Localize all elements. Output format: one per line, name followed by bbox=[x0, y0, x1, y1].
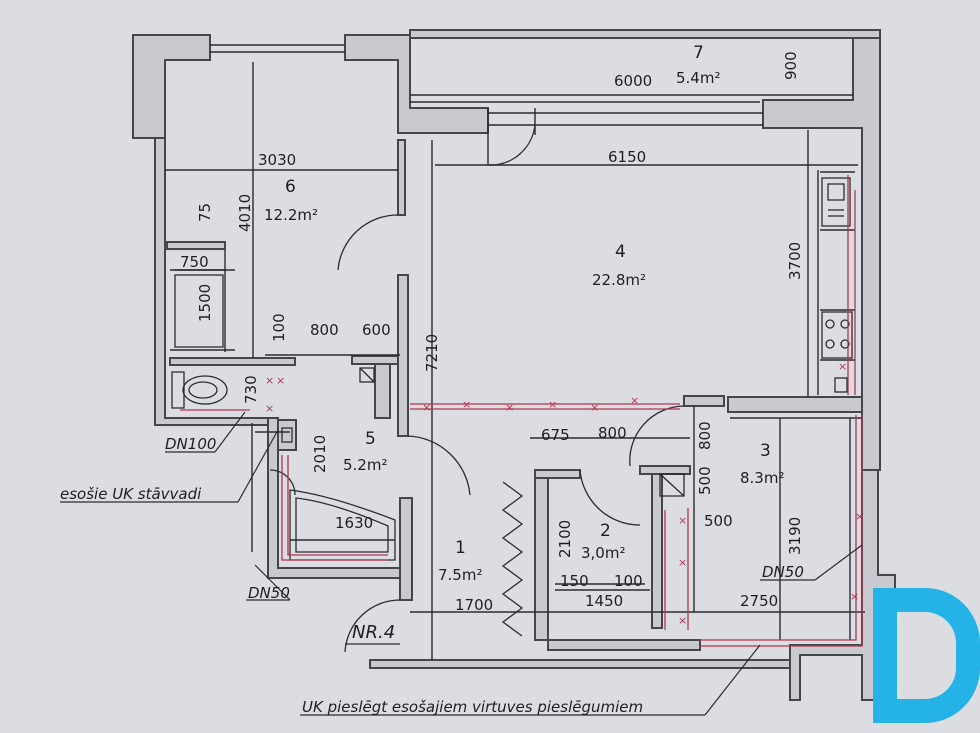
bathtub-icon bbox=[289, 489, 396, 561]
svg-text:×: × bbox=[838, 360, 847, 373]
room-6-number: 6 bbox=[285, 177, 296, 197]
toilet-icon bbox=[171, 371, 228, 409]
dimension-labels: 6000 900 3030 6150 4010 75 750 1500 100 … bbox=[180, 51, 804, 614]
label-uk-connect: UK pieslēgt esošajiem virtuves pieslēgum… bbox=[302, 698, 643, 716]
dim-1500: 1500 bbox=[196, 284, 214, 322]
dim-800a: 800 bbox=[310, 321, 339, 339]
annotations: DN100 esošie UK stāvvadi DN50 DN50 NR.4 … bbox=[60, 435, 804, 716]
room-3-area: 8.3m² bbox=[740, 469, 784, 487]
dim-2100: 2100 bbox=[556, 520, 574, 558]
svg-text:×: × bbox=[678, 514, 687, 527]
dim-500b: 500 bbox=[704, 512, 733, 530]
sink-icon bbox=[821, 177, 851, 227]
dim-6000: 6000 bbox=[614, 72, 652, 90]
dim-730: 730 bbox=[242, 375, 260, 404]
room-7-number: 7 bbox=[693, 43, 704, 63]
room-1-area: 7.5m² bbox=[438, 566, 482, 584]
dim-800b: 800 bbox=[598, 424, 627, 442]
svg-text:×: × bbox=[590, 401, 599, 414]
room-1-number: 1 bbox=[455, 538, 466, 558]
room-4-number: 4 bbox=[615, 242, 626, 262]
dim-100b: 100 bbox=[614, 572, 643, 590]
label-dn100: DN100 bbox=[165, 435, 216, 453]
svg-text:×: × bbox=[630, 394, 639, 407]
dim-1450: 1450 bbox=[585, 592, 623, 610]
svg-text:×: × bbox=[276, 374, 285, 387]
dim-1630: 1630 bbox=[335, 514, 373, 532]
room-2-area: 3,0m² bbox=[581, 544, 625, 562]
dim-75: 75 bbox=[196, 203, 214, 222]
walls bbox=[132, 29, 896, 701]
svg-text:×: × bbox=[850, 590, 859, 603]
dim-675: 675 bbox=[541, 426, 570, 444]
fixtures bbox=[171, 177, 853, 637]
pipe-markers: ××× ××× ××× ××× ××× bbox=[265, 360, 864, 627]
svg-text:×: × bbox=[505, 401, 514, 414]
dim-4010: 4010 bbox=[236, 194, 254, 232]
dim-3700: 3700 bbox=[786, 242, 804, 280]
room-6-area: 12.2m² bbox=[264, 206, 318, 224]
stove-icon bbox=[821, 311, 853, 359]
dim-3030: 3030 bbox=[258, 151, 296, 169]
label-dn50-right: DN50 bbox=[762, 563, 804, 581]
svg-text:×: × bbox=[462, 398, 471, 411]
dim-100a: 100 bbox=[270, 313, 288, 342]
room-4-area: 22.8m² bbox=[592, 271, 646, 289]
dim-3190: 3190 bbox=[786, 517, 804, 555]
svg-text:×: × bbox=[678, 556, 687, 569]
room-3-number: 3 bbox=[760, 441, 771, 461]
room-5-area: 5.2m² bbox=[343, 456, 387, 474]
dim-900: 900 bbox=[782, 51, 800, 80]
svg-text:×: × bbox=[265, 374, 274, 387]
dim-800c: 800 bbox=[696, 421, 714, 450]
riser-box-icon bbox=[659, 473, 685, 497]
pipes bbox=[180, 175, 863, 647]
dim-7210: 7210 bbox=[423, 334, 441, 372]
svg-text:×: × bbox=[265, 402, 274, 415]
leader-lines bbox=[60, 411, 863, 716]
room-labels: 7 5.4m² 6 12.2m² 4 22.8m² 5 5.2m² 3 8.3m… bbox=[264, 43, 784, 584]
dim-2750: 2750 bbox=[740, 592, 778, 610]
room-5-number: 5 bbox=[365, 429, 376, 449]
label-apartment-number: NR.4 bbox=[352, 622, 395, 643]
dim-750: 750 bbox=[180, 253, 209, 271]
interior-lines bbox=[165, 44, 865, 660]
dim-1700: 1700 bbox=[455, 596, 493, 614]
svg-text:×: × bbox=[855, 510, 864, 523]
room-7-area: 5.4m² bbox=[676, 69, 720, 87]
svg-text:×: × bbox=[678, 614, 687, 627]
dim-500a: 500 bbox=[696, 466, 714, 495]
dim-2010: 2010 bbox=[311, 435, 329, 473]
dim-6150: 6150 bbox=[608, 148, 646, 166]
svg-text:×: × bbox=[422, 401, 431, 414]
d-logo-icon bbox=[873, 588, 980, 723]
label-dn50-left: DN50 bbox=[248, 584, 290, 602]
room-2-number: 2 bbox=[600, 521, 611, 541]
label-uk-risers: esošie UK stāvvadi bbox=[60, 485, 202, 503]
dim-150: 150 bbox=[560, 572, 589, 590]
dim-600: 600 bbox=[362, 321, 391, 339]
svg-text:×: × bbox=[548, 398, 557, 411]
